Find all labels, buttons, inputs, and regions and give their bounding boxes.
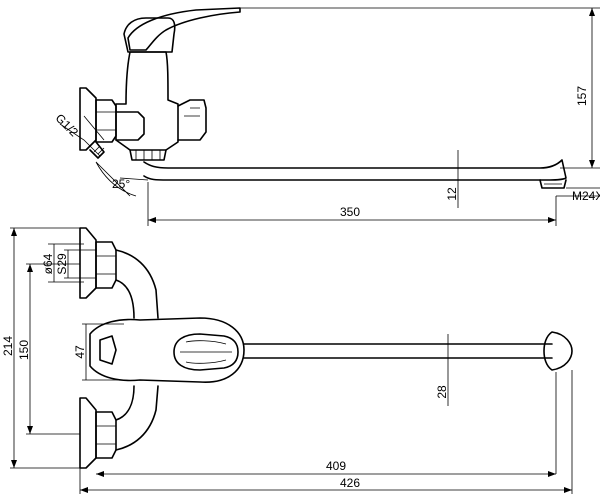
dim-line-28 bbox=[442, 334, 454, 406]
dim-line-426 bbox=[79, 370, 573, 494]
dim-12: 12 bbox=[445, 187, 459, 201]
upper-arm bbox=[115, 249, 159, 319]
aerator bbox=[539, 179, 567, 189]
dim-28: 28 bbox=[435, 385, 449, 399]
inlet-thread bbox=[89, 141, 105, 159]
valve-knob bbox=[177, 99, 207, 141]
dim-426: 426 bbox=[340, 476, 360, 490]
dim-350: 350 bbox=[340, 205, 360, 219]
dim-25deg: 25° bbox=[112, 177, 130, 191]
lower-wall-flange bbox=[79, 397, 97, 469]
dim-409: 409 bbox=[326, 459, 346, 473]
lever-top bbox=[173, 333, 239, 371]
body-top bbox=[89, 317, 245, 383]
body-left-cap bbox=[99, 335, 117, 365]
body-connector bbox=[115, 111, 145, 141]
dim-line-12 bbox=[452, 150, 464, 208]
leader-m24 bbox=[556, 187, 600, 197]
wall-flange bbox=[79, 87, 97, 151]
dim-line-409 bbox=[96, 372, 557, 475]
dim-m24: M24X1 bbox=[572, 189, 600, 203]
angle-arc bbox=[95, 161, 149, 197]
dim-150: 150 bbox=[17, 340, 31, 360]
dim-157: 157 bbox=[575, 86, 589, 106]
upper-wall-flange bbox=[79, 227, 97, 299]
dim-line-d64 bbox=[48, 243, 84, 283]
spout bbox=[143, 159, 567, 181]
upper-hex-nut bbox=[95, 241, 117, 289]
dim-line-350 bbox=[147, 182, 557, 226]
lower-arm bbox=[115, 385, 159, 451]
dim-line-47 bbox=[82, 323, 124, 381]
spout-collar bbox=[129, 149, 167, 161]
spout-top bbox=[243, 343, 553, 359]
top-view: ø64 S29 214 150 47 28 409 426 bbox=[1, 227, 573, 494]
lever-handle bbox=[127, 7, 241, 51]
dim-214: 214 bbox=[1, 336, 15, 356]
lower-hex-nut bbox=[95, 411, 117, 459]
mixer-body bbox=[115, 51, 179, 151]
dim-47: 47 bbox=[73, 345, 87, 359]
dim-line-157 bbox=[240, 7, 600, 169]
leader-g12 bbox=[59, 115, 105, 157]
dim-line-214 bbox=[10, 227, 84, 469]
dim-line-150 bbox=[26, 263, 80, 435]
cartridge-cap bbox=[123, 17, 176, 53]
hex-nut bbox=[95, 99, 117, 143]
spout-end bbox=[543, 331, 573, 371]
side-view: 157 G1/2 25° 350 12 M24X1 bbox=[53, 7, 600, 226]
